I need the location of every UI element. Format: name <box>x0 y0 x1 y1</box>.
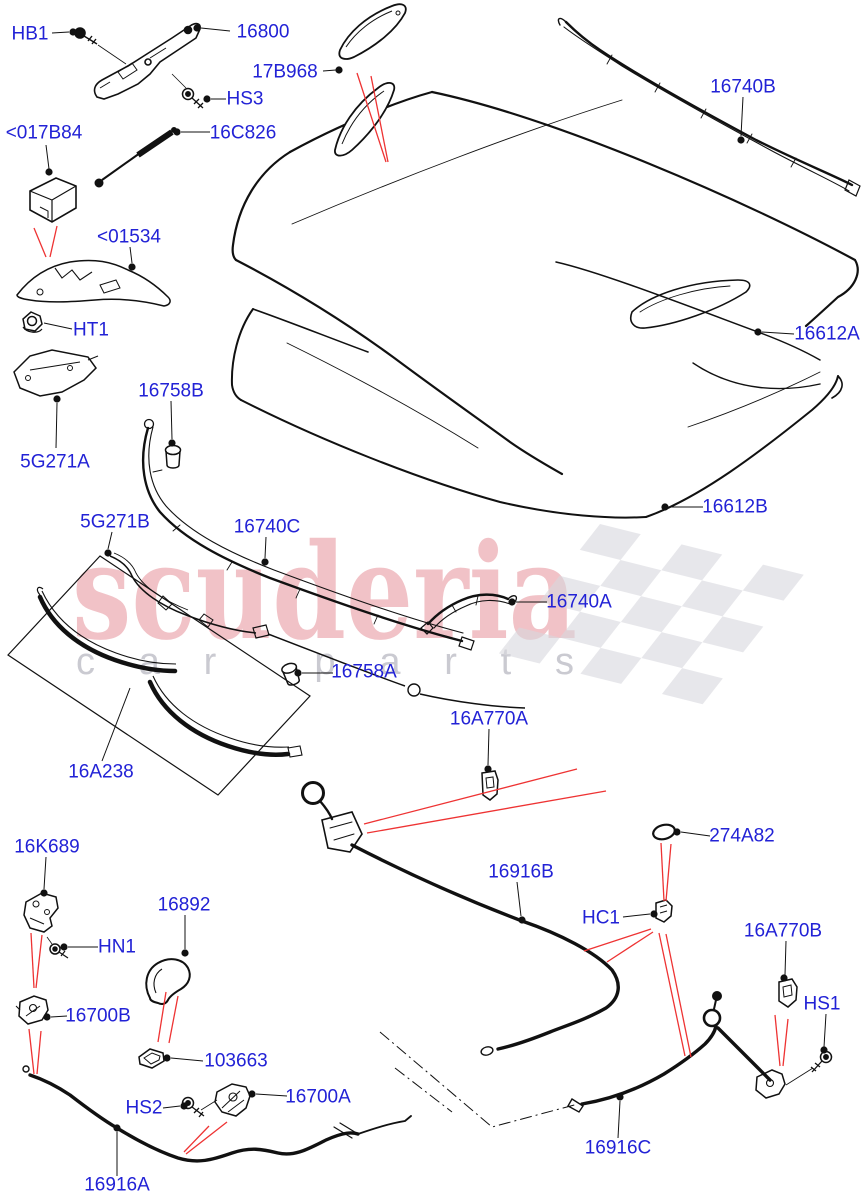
sensor-16K689 <box>23 892 59 933</box>
release-cable-16916B <box>301 781 620 1056</box>
bumper-16758B <box>164 444 182 469</box>
hood-latch-lower-right <box>755 1067 814 1099</box>
checkered-flag-cell <box>661 668 723 705</box>
bracket-5G271A <box>13 349 99 397</box>
part-label-16740C[interactable]: 16740C <box>233 516 301 538</box>
nut-ht1 <box>22 311 43 333</box>
part-label-HT1[interactable]: HT1 <box>73 319 109 341</box>
part-label-HB1[interactable]: HB1 <box>11 23 49 45</box>
clip-16A770B <box>778 978 798 1008</box>
latch-16700B <box>15 995 49 1025</box>
watermark: scuderia car parts <box>72 515 804 705</box>
part-label-16700B[interactable]: 16700B <box>65 1005 131 1027</box>
checkered-flag-cell <box>702 616 764 653</box>
checkered-flag-cell <box>559 611 621 648</box>
clip-hc1 <box>655 899 673 923</box>
part-label-16740A[interactable]: 16740A <box>546 591 612 613</box>
part-label-017B84[interactable]: <017B84 <box>5 122 83 144</box>
checkered-flag-cell <box>498 627 560 664</box>
part-label-16892[interactable]: 16892 <box>157 894 211 916</box>
part-label-16800[interactable]: 16800 <box>236 21 290 43</box>
watermark-brand-text: scuderia <box>72 515 577 670</box>
part-label-16740B[interactable]: 16740B <box>710 76 776 98</box>
checkered-flag-cell <box>580 647 642 684</box>
part-label-5G271B[interactable]: 5G271B <box>80 511 150 533</box>
checkered-flag-cell <box>681 580 743 617</box>
washer-tube-5G271B <box>109 552 526 709</box>
leader-lines <box>43 27 827 1176</box>
part-label-16700A[interactable]: 16700A <box>285 1086 351 1108</box>
seal-strip-16740A <box>420 593 518 635</box>
part-label-16A770A[interactable]: 16A770A <box>449 708 529 730</box>
release-cable-16916C <box>567 991 772 1113</box>
seal-strip-16740C <box>141 418 475 651</box>
checkered-flag-cell <box>641 632 703 669</box>
hood-hinge-16800 <box>93 22 201 100</box>
hood-vent-17B968 <box>334 3 407 157</box>
part-label-16916B[interactable]: 16916B <box>488 861 554 883</box>
striker-bracket-103663 <box>138 1048 165 1069</box>
bumper-16758A <box>281 662 300 686</box>
part-label-16758B[interactable]: 16758B <box>138 380 204 402</box>
part-label-HS3[interactable]: HS3 <box>226 88 264 110</box>
part-label-16A770B[interactable]: 16A770B <box>743 920 823 942</box>
checkered-flag-cell <box>579 524 641 561</box>
support-bracket-01534 <box>16 259 171 307</box>
part-label-HC1[interactable]: HC1 <box>581 907 621 929</box>
part-label-16916A[interactable]: 16916A <box>84 1174 150 1196</box>
checkered-flag-cell <box>742 564 804 601</box>
seal-strip-16740B <box>557 17 861 197</box>
checkered-flag-cell <box>661 544 723 581</box>
screw-hs3 <box>171 73 204 109</box>
bolt-hn1 <box>46 936 69 959</box>
checkered-flag-cell <box>620 596 682 633</box>
checkered-flag-cell <box>600 560 662 597</box>
part-label-HS2[interactable]: HS2 <box>125 1097 163 1119</box>
part-label-16A238[interactable]: 16A238 <box>68 761 134 783</box>
red-pointer-arrows <box>28 72 789 1155</box>
gas-strut-16C826 <box>94 127 177 188</box>
hood-panel-upper-16612A <box>231 90 859 476</box>
latch-16700A <box>214 1083 251 1117</box>
grommet-274A82 <box>652 823 676 841</box>
part-label-HS1[interactable]: HS1 <box>803 993 841 1015</box>
screw-hs2 <box>181 1096 218 1118</box>
part-label-17B968[interactable]: 17B968 <box>252 61 318 83</box>
part-label-01534[interactable]: <01534 <box>97 226 161 248</box>
seal-kit-box-16A238 <box>7 555 311 796</box>
part-label-16612A[interactable]: 16612A <box>794 323 860 345</box>
hood-panel-lower-16612B <box>230 308 843 519</box>
checkered-flag-cell <box>539 575 601 612</box>
checkered-flag-icon <box>498 524 804 705</box>
screw-hs1 <box>810 1050 833 1073</box>
routing-reference-lines <box>379 1031 579 1128</box>
part-label-16C826[interactable]: 16C826 <box>209 122 277 144</box>
part-label-16758A[interactable]: 16758A <box>331 661 397 683</box>
clip-16A770A <box>481 770 499 801</box>
leader-dots <box>40 24 828 1132</box>
part-label-5G271A[interactable]: 5G271A <box>20 451 90 473</box>
part-label-16916C[interactable]: 16916C <box>584 1137 652 1159</box>
bolt-hb1 <box>74 27 127 65</box>
release-lever-16892 <box>145 958 191 1005</box>
buffer-block-017B84 <box>29 177 77 223</box>
part-label-16K689[interactable]: 16K689 <box>14 836 80 858</box>
part-label-16612B[interactable]: 16612B <box>702 496 768 518</box>
release-cable-16916A <box>22 1065 412 1163</box>
part-label-HN1[interactable]: HN1 <box>97 936 137 958</box>
part-label-103663[interactable]: 103663 <box>204 1050 268 1072</box>
part-label-274A82[interactable]: 274A82 <box>709 825 775 847</box>
